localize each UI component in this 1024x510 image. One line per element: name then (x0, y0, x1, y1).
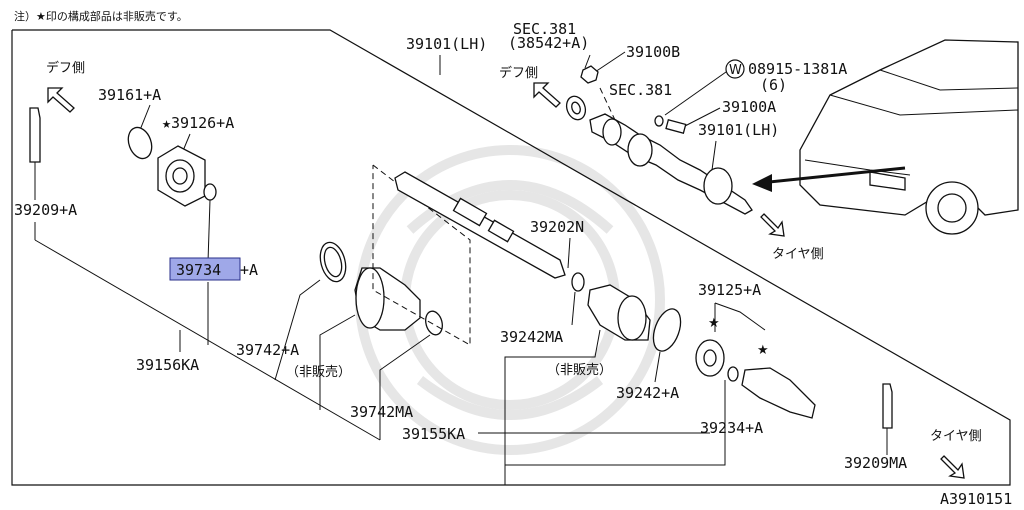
part-08915-washer[interactable] (654, 115, 664, 127)
part-39209ma-tool[interactable] (882, 383, 893, 429)
part-39209-tool[interactable] (29, 107, 41, 163)
label-39100a[interactable]: 39100A (722, 98, 776, 116)
label-tire-side-top: タイヤ側 (772, 247, 824, 262)
part-boot-left[interactable] (354, 267, 421, 331)
leader-39242ma (571, 291, 576, 326)
leader-boot-left (319, 314, 356, 410)
star-marker-2: ★ (757, 343, 769, 358)
leader-39234 (505, 380, 726, 466)
label-39125[interactable]: 39125+A (698, 281, 761, 299)
leader-08915 (664, 71, 727, 116)
leader-39125-right (714, 302, 766, 331)
label-diff-side-right: デフ側 (499, 65, 538, 81)
label-39101-lh-top[interactable]: 39101(LH) (406, 35, 487, 53)
part-39101-shaft-assembly[interactable] (589, 113, 753, 215)
label-tire-side-bottom: タイヤ側 (930, 429, 982, 444)
arrow-vehicle-location-icon (752, 166, 906, 192)
leader-39101-right (711, 140, 717, 171)
leader-sec381-b (599, 87, 616, 121)
label-38542[interactable]: (38542+A) (508, 34, 589, 52)
part-39161-seal[interactable] (124, 124, 156, 162)
label-39100b[interactable]: 39100B (626, 43, 680, 61)
part-outer-joint[interactable] (741, 367, 816, 419)
label-39734[interactable]: 39734 (176, 261, 221, 279)
leader-39100b (594, 51, 626, 73)
part-39742-clamp-left[interactable] (316, 240, 350, 285)
label-39234[interactable]: 39234+A (700, 419, 763, 437)
figure-code: A3910151 (940, 490, 1012, 508)
label-39742[interactable]: 39742+A (236, 341, 299, 359)
arrow-diff-side-right-icon (533, 82, 561, 108)
part-39242ma-ring[interactable] (571, 272, 585, 292)
part-inner-joint[interactable] (695, 339, 725, 377)
part-39100a-bolt[interactable] (665, 119, 687, 134)
leader-39202n (567, 237, 571, 269)
label-sec381-b[interactable]: SEC.381 (609, 81, 672, 99)
label-39242ma[interactable]: 39242MA (500, 328, 563, 346)
w-mark-letter: W (729, 63, 742, 78)
footnote-not-sold: 注）★印の構成部品は非販売です。 (14, 9, 188, 23)
leader-boot-right (504, 329, 601, 485)
arrow-diff-side-left-icon (47, 87, 75, 113)
part-drive-shaft[interactable] (394, 171, 566, 279)
label-39742ma[interactable]: 39742MA (350, 403, 413, 421)
arrow-tire-side-top-icon (760, 213, 785, 237)
label-39209[interactable]: 39209+A (14, 201, 77, 219)
leader-38542 (584, 54, 591, 69)
label-08915[interactable]: 08915-1381A (748, 60, 847, 78)
label-39734-suffix: +A (240, 261, 258, 279)
label-39242[interactable]: 39242+A (616, 384, 679, 402)
leader-39734 (207, 199, 211, 263)
part-39742-clamp-right[interactable] (423, 309, 445, 336)
label-39126[interactable]: ★39126+A (162, 114, 234, 132)
label-08915-qty: (6) (760, 76, 787, 94)
washer-w-mark-icon (725, 59, 745, 79)
star-marker-1: ★ (708, 316, 720, 331)
diagram-frame (11, 29, 1011, 486)
label-39202n[interactable]: 39202N (530, 218, 584, 236)
part-39234-circlip[interactable] (727, 366, 739, 382)
label-not-sold-left: （非販売） (286, 364, 351, 380)
part-39242-clamp[interactable] (648, 305, 686, 355)
label-diff-side-left: デフ側 (46, 60, 85, 76)
leader-39242 (654, 351, 661, 383)
label-39156ka[interactable]: 39156KA (136, 356, 199, 374)
part-38542-seal[interactable] (563, 94, 588, 123)
part-39100b-nut[interactable] (580, 65, 599, 84)
label-39161[interactable]: 39161+A (98, 86, 161, 104)
highlight-39734 (169, 257, 241, 281)
leader-39742ma (379, 334, 431, 440)
dashed-assembly-box (372, 164, 471, 346)
part-39126-housing[interactable] (157, 145, 206, 207)
label-not-sold-right: （非販売） (547, 362, 612, 378)
leader-39742 (274, 279, 321, 381)
label-39101-lh-right[interactable]: 39101(LH) (698, 121, 779, 139)
leader-39161 (139, 104, 151, 131)
leader-39100a (684, 107, 721, 127)
part-39734-circlip[interactable] (203, 183, 217, 201)
label-39155ka[interactable]: 39155KA (402, 425, 465, 443)
label-sec381-a[interactable]: SEC.381 (513, 20, 576, 38)
arrow-tire-side-bottom-icon (940, 455, 965, 479)
label-39209ma[interactable]: 39209MA (844, 454, 907, 472)
vehicle-illustration (799, 39, 1019, 235)
part-boot-right[interactable] (587, 284, 651, 341)
